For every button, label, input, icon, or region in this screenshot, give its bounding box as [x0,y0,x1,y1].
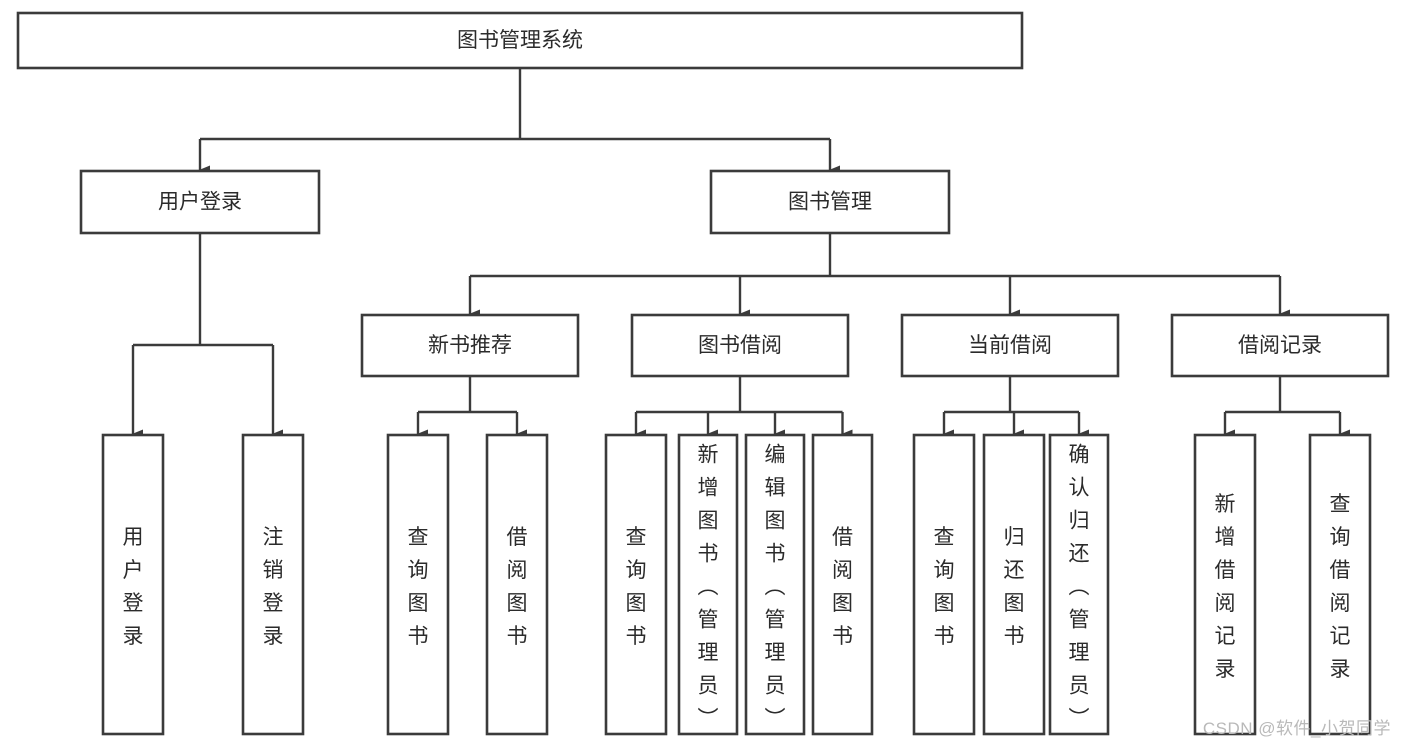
node-label-leaf-confirm-return: 确认归还︵管理员︶ [1069,444,1090,731]
node-box-book-borrow[interactable] [630,313,850,378]
node-box-book-manage[interactable] [709,169,951,235]
node-label-leaf-query-book-2: 查询图书 [626,526,647,648]
node-label-leaf-user-logout: 注销登录 [263,526,284,648]
node-label-leaf-query-book-3: 查询图书 [934,526,955,648]
node-box-leaf-borrow-book-2[interactable] [811,433,874,736]
node-label-leaf-borrow-book-1: 借阅图书 [507,526,528,648]
node-label-leaf-edit-book: 编辑图书︵管理员︶ [765,444,786,731]
node-label-borrow-record: 借阅记录 [1238,334,1322,357]
node-box-leaf-query-book-2[interactable] [604,433,668,736]
node-box-leaf-return-book[interactable] [982,433,1046,736]
node-box-leaf-edit-book[interactable] [744,433,806,736]
node-box-leaf-query-book-3[interactable] [912,433,976,736]
node-box-leaf-user-login[interactable] [101,433,165,736]
node-label-leaf-query-record: 查询借阅记录 [1330,493,1351,681]
node-label-leaf-add-record: 新增借阅记录 [1215,493,1236,681]
node-box-current-borrow[interactable] [900,313,1120,378]
node-label-current-borrow: 当前借阅 [968,334,1052,357]
node-label-root: 图书管理系统 [457,29,583,52]
node-box-leaf-query-book-1[interactable] [386,433,450,736]
node-label-new-book-rec: 新书推荐 [428,334,512,357]
node-labels: 图书管理系统用户登录图书管理新书推荐图书借阅当前借阅借阅记录用户登录注销登录查询… [123,29,1351,731]
node-boxes [16,11,1390,736]
node-box-root[interactable] [16,11,1024,70]
node-box-new-book-rec[interactable] [360,313,580,378]
connector-lines [131,68,1350,439]
node-label-leaf-query-book-1: 查询图书 [408,526,429,648]
node-label-book-borrow: 图书借阅 [698,334,782,357]
node-box-user-login[interactable] [79,169,321,235]
node-label-leaf-borrow-book-2: 借阅图书 [832,526,853,648]
node-label-leaf-add-book: 新增图书︵管理员︶ [698,444,719,731]
node-label-leaf-user-login: 用户登录 [123,526,144,648]
node-label-book-manage: 图书管理 [788,191,872,214]
node-box-leaf-confirm-return[interactable] [1048,433,1110,736]
node-box-leaf-query-record[interactable] [1308,433,1372,736]
node-label-leaf-return-book: 归还图书 [1004,526,1025,648]
node-box-leaf-add-book[interactable] [677,433,739,736]
node-box-leaf-user-logout[interactable] [241,433,305,736]
node-box-borrow-record[interactable] [1170,313,1390,378]
node-box-leaf-add-record[interactable] [1193,433,1257,736]
node-label-user-login: 用户登录 [158,191,242,214]
node-box-leaf-borrow-book-1[interactable] [485,433,549,736]
